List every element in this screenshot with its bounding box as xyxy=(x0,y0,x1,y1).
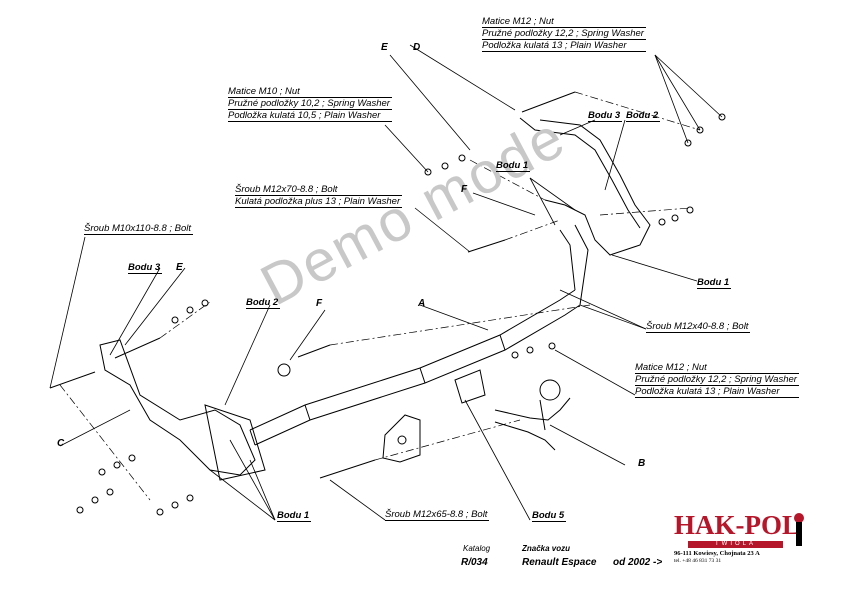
socket-plate xyxy=(382,414,421,463)
left-bracket xyxy=(99,339,266,481)
callout-line: Pružné podložky 12,2 ; Spring Washer xyxy=(482,28,646,40)
point-label-bodu5: Bodu 5 xyxy=(532,510,567,522)
ball-neck xyxy=(494,379,571,451)
part-letter-f-top: F xyxy=(461,184,468,195)
part-letter-b: B xyxy=(638,458,646,469)
callout-line: Pružné podložky 12,2 ; Spring Washer xyxy=(635,374,799,386)
point-label-bodu2-top: Bodu 2 xyxy=(626,110,661,122)
nut-m12-right-callout: Matice M12 ; Nut Pružné podložky 12,2 ; … xyxy=(635,362,799,398)
part-letter-e-left: E xyxy=(176,262,183,273)
catalog-value: R/034 xyxy=(461,557,488,568)
crossbar-a xyxy=(249,224,589,446)
callout-line: Podložka kulatá 13 ; Plain Washer xyxy=(635,386,799,398)
part-letter-e-top: E xyxy=(381,42,388,53)
brand-label: Značka vozu xyxy=(522,544,571,553)
part-letter-f-mid: F xyxy=(316,298,323,309)
point-label-bodu1-top: Bodu 1 xyxy=(496,160,531,172)
callout-line: Matice M12 ; Nut xyxy=(635,362,799,374)
bolt-m10x110-label: Šroub M10x110-8.8 ; Bolt xyxy=(84,223,194,235)
callout-line: Pružné podložky 10,2 ; Spring Washer xyxy=(228,98,392,110)
part-letter-c: C xyxy=(57,438,65,449)
logo-phone: tel. +48 46 831 73 31 xyxy=(674,558,722,564)
callout-line: Kulatá podložka plus 13 ; Plain Washer xyxy=(235,196,403,208)
point-label-bodu3-top: Bodu 3 xyxy=(588,110,623,122)
callout-line: Matice M12 ; Nut xyxy=(482,16,646,28)
bolt-m12x65-label: Šroub M12x65-8.8 ; Bolt xyxy=(385,509,490,521)
nut-m12-top-callout: Matice M12 ; Nut Pružné podložky 12,2 ; … xyxy=(482,16,646,52)
logo-name: HAK-POL xyxy=(674,510,800,540)
catalog-label: Katalog xyxy=(463,544,491,553)
bolt-m12x40-label: Šroub M12x40-8.8 ; Bolt xyxy=(646,321,751,333)
year-value: od 2002 -> xyxy=(613,557,663,568)
bolts xyxy=(49,91,576,479)
hitch-ball-icon xyxy=(794,513,804,546)
part-letter-a: A xyxy=(418,298,426,309)
right-bracket xyxy=(519,117,651,256)
point-label-bodu1-bottom: Bodu 1 xyxy=(277,510,312,522)
point-label-bodu3-left: Bodu 3 xyxy=(128,262,163,274)
bolt-m12x70-callout: Šroub M12x70-8.8 ; Bolt Kulatá podložka … xyxy=(235,184,403,208)
callout-line: Šroub M12x70-8.8 ; Bolt xyxy=(235,184,403,196)
fasteners xyxy=(76,113,726,516)
part-letter-d: D xyxy=(413,42,421,53)
nut-m10-callout: Matice M10 ; Nut Pružné podložky 10,2 ; … xyxy=(228,86,392,122)
hak-pol-logo: HAK-POL TWIOLA 96-111 Kowiesy, Chojnata … xyxy=(674,510,814,570)
brand-value: Renault Espace xyxy=(522,557,597,568)
callout-line: Podložka kulatá 13 ; Plain Washer xyxy=(482,40,646,52)
point-label-bodu1-right: Bodu 1 xyxy=(697,277,732,289)
logo-band: TWIOLA xyxy=(688,541,783,548)
point-label-bodu2-left: Bodu 2 xyxy=(246,297,281,309)
callout-line: Matice M10 ; Nut xyxy=(228,86,392,98)
logo-address: 96-111 Kowiesy, Chojnata 23 A xyxy=(674,550,760,557)
callout-line: Podložka kulatá 10,5 ; Plain Washer xyxy=(228,110,392,122)
